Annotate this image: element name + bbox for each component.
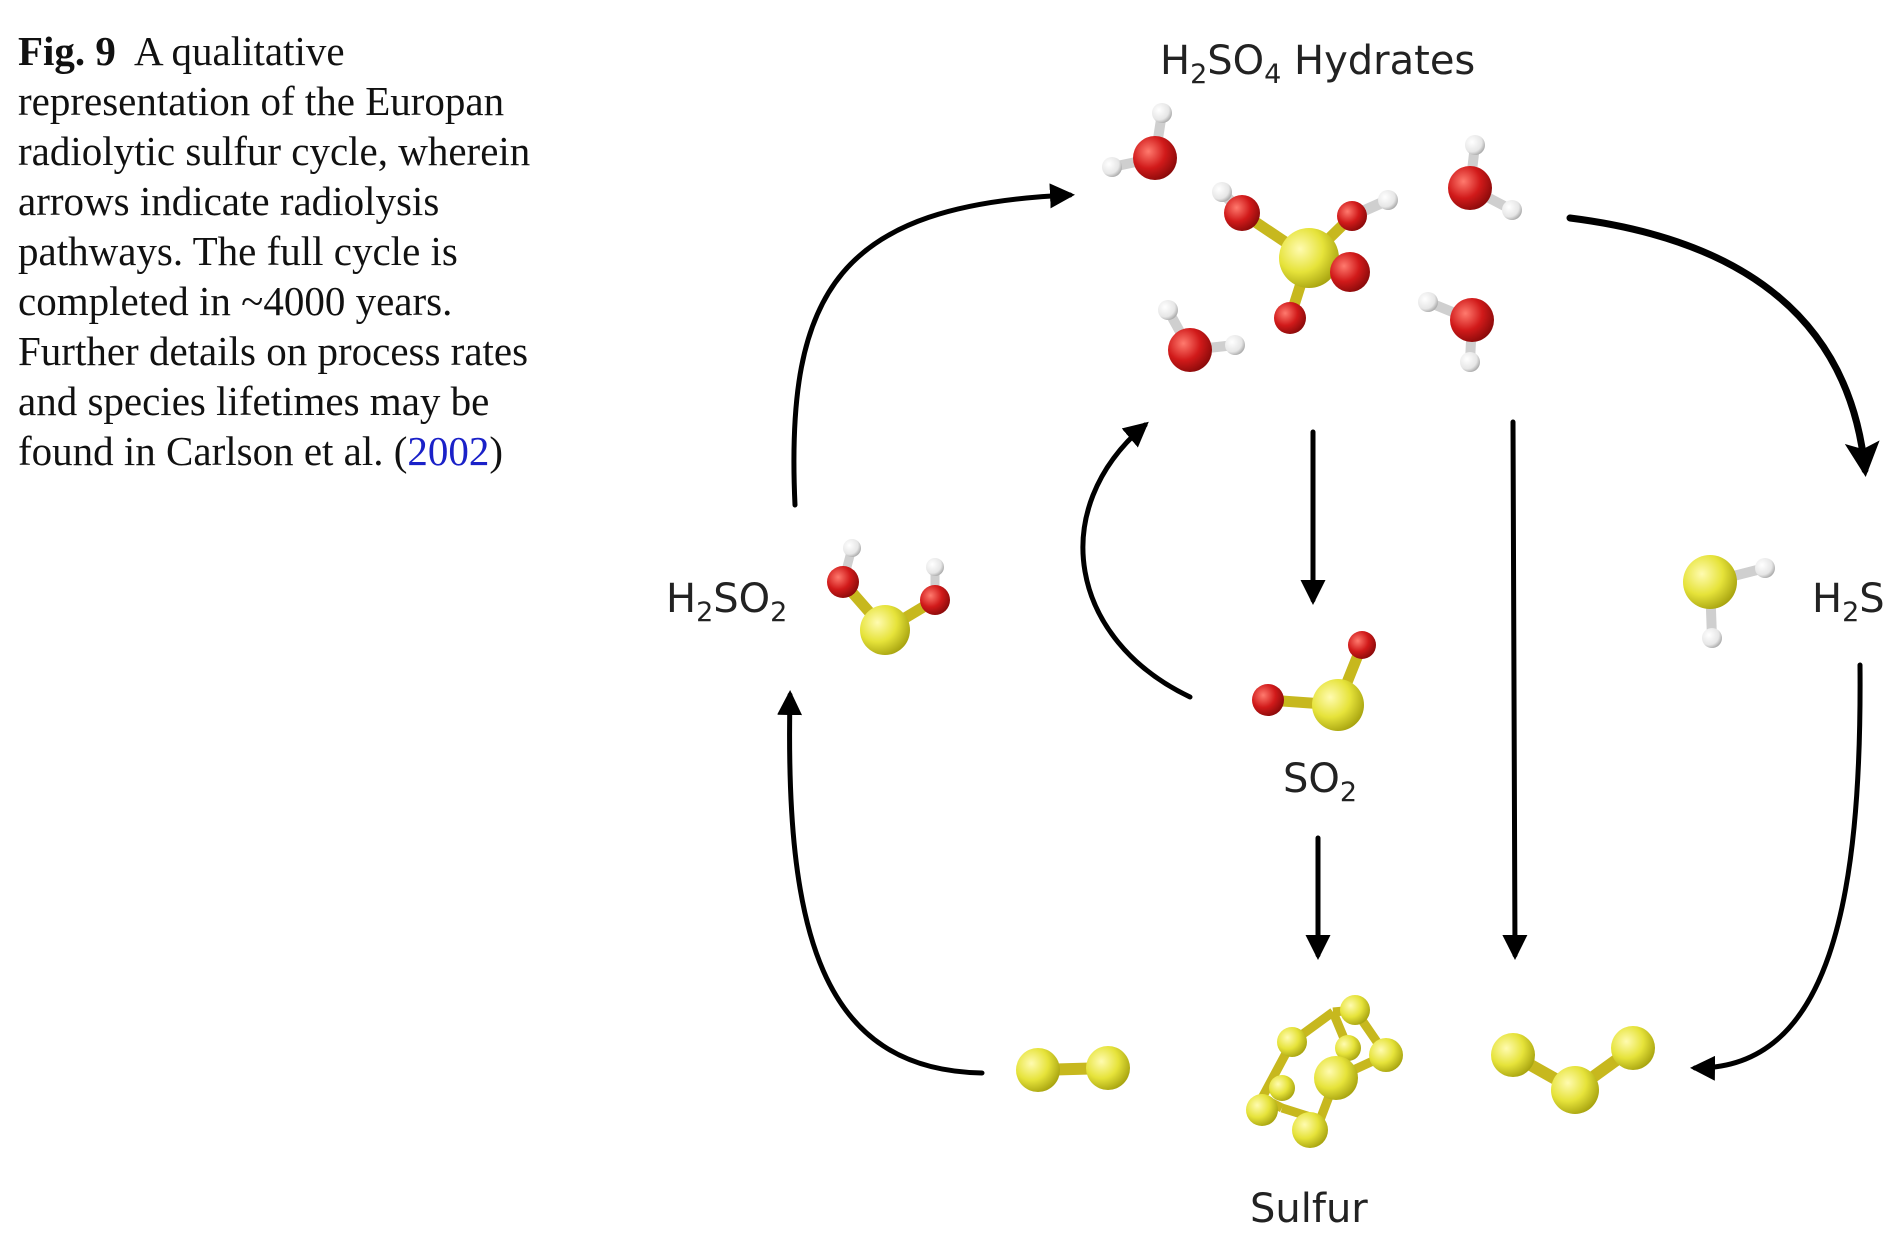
label-h2s: H2S [1812,576,1885,628]
caption-text: A qualitative representation of the Euro… [18,28,531,474]
citation-link[interactable]: 2002 [407,428,490,474]
water-molecule-2 [1448,135,1522,220]
h2so2-molecule [827,539,950,655]
arrow-h2s-to-sulfur [1690,662,1863,1081]
h2s-molecule [1683,555,1775,648]
caption-text-end: ) [489,428,504,474]
s8-molecule [1246,995,1403,1148]
label-h2so2: H2SO2 [666,576,787,628]
water-molecule-3 [1158,300,1245,372]
arrow-so2-to-h2so4 [1080,421,1193,700]
s2-molecule [1016,1046,1130,1092]
label-so2: SO2 [1283,756,1357,808]
label-h2so4-hydrates: H2SO4 Hydrates [1160,38,1475,90]
h2so4-molecule [1212,182,1398,334]
s3-molecule [1491,1026,1655,1114]
water-molecule-1 [1102,103,1177,180]
arrow-h2so4-to-sulfur [1502,419,1528,960]
label-sulfur: Sulfur [1250,1186,1368,1232]
water-molecule-4 [1418,292,1494,372]
arrow-h2so2-to-h2so4 [791,183,1075,508]
so2-molecule [1252,631,1376,731]
arrow-sulfur-to-h2so2 [777,690,985,1076]
figure-label: Fig. 9 [18,28,116,74]
arrow-h2so4-to-h2s [1566,214,1880,477]
